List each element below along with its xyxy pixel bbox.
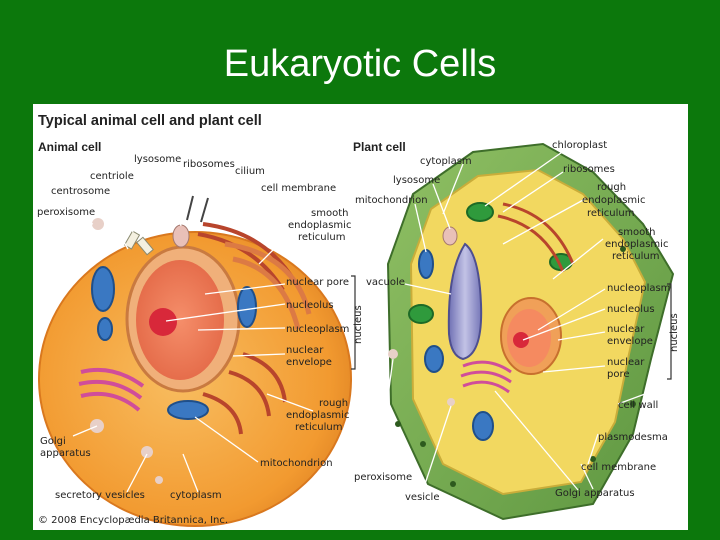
label-centriole: centriole bbox=[90, 171, 134, 182]
label-plant-cell-membrane: cell membrane bbox=[581, 462, 656, 473]
plant-lysosome bbox=[442, 226, 458, 246]
slide-title: Eukaryotic Cells bbox=[223, 43, 497, 85]
label-animal-rough-er-3: reticulum bbox=[295, 422, 342, 433]
label-animal-rough-er-1: rough bbox=[319, 398, 348, 409]
label-animal-cytoplasm: cytoplasm bbox=[170, 490, 222, 501]
label-secretory-vesicles: secretory vesicles bbox=[55, 490, 145, 501]
animal-golgi bbox=[78, 367, 145, 412]
label-cell-wall: cell wall bbox=[618, 400, 658, 411]
label-plant-nuclear-envelope-1: nuclear bbox=[607, 324, 645, 335]
label-plant-cytoplasm: cytoplasm bbox=[420, 156, 472, 167]
plant-rough-er bbox=[497, 202, 575, 273]
label-animal-ribosomes: ribosomes bbox=[183, 159, 235, 170]
plant-nucleus-bracket: nucleus bbox=[667, 283, 680, 380]
animal-nucleus-bracket: nucleus bbox=[351, 275, 364, 370]
label-plant-rough-er-1: rough bbox=[597, 182, 626, 193]
cell-diagram: Typical animal cell and plant cell Anima… bbox=[37, 113, 680, 527]
label-animal-nuclear-envelope-1: nuclear bbox=[286, 345, 324, 356]
animal-centriole bbox=[123, 230, 141, 250]
plant-nucleus bbox=[500, 297, 562, 375]
label-animal-nuclear-pore: nuclear pore bbox=[286, 277, 349, 288]
plant-cell-heading: Plant cell bbox=[353, 140, 406, 154]
label-animal-golgi-1: Golgi bbox=[40, 436, 66, 447]
label-plant-smooth-er-1: smooth bbox=[618, 227, 655, 238]
label-chloroplast: chloroplast bbox=[552, 140, 607, 151]
label-animal-smooth-er-2: endoplasmic bbox=[288, 220, 351, 231]
label-animal-nucleolus: nucleolus bbox=[286, 300, 334, 311]
label-animal-golgi-2: apparatus bbox=[40, 448, 91, 459]
label-plant-nuclear-pore-2: pore bbox=[607, 369, 630, 380]
label-plant-nucleus: nucleus bbox=[669, 313, 680, 352]
label-plant-mitochondrion: mitochondrion bbox=[355, 195, 428, 206]
label-plant-smooth-er-3: reticulum bbox=[612, 251, 659, 262]
plant-golgi bbox=[460, 360, 512, 394]
label-animal-smooth-er-1: smooth bbox=[311, 208, 348, 219]
animal-label-lines bbox=[66, 163, 314, 493]
animal-cilium bbox=[186, 195, 194, 221]
label-plant-nuclear-envelope-2: envelope bbox=[607, 336, 653, 347]
plant-label-lines bbox=[377, 147, 646, 491]
label-animal-lysosome: lysosome bbox=[134, 154, 181, 165]
plasmodesmata bbox=[395, 246, 636, 487]
label-plant-nucleolus: nucleolus bbox=[607, 304, 655, 315]
label-plant-smooth-er-2: endoplasmic bbox=[605, 239, 668, 250]
animal-lysosome bbox=[172, 224, 190, 248]
label-animal-nucleus: nucleus bbox=[353, 305, 364, 344]
label-animal-mitochondrion: mitochondrion bbox=[260, 458, 333, 469]
animal-cell-heading: Animal cell bbox=[38, 140, 101, 154]
label-plant-peroxisome: peroxisome bbox=[354, 472, 412, 483]
animal-mitochondria bbox=[91, 266, 257, 420]
label-plant-ribosomes: ribosomes bbox=[563, 164, 615, 175]
label-plasmodesma: plasmodesma bbox=[598, 432, 668, 443]
label-animal-cell-membrane: cell membrane bbox=[261, 183, 336, 194]
label-animal-smooth-er-3: reticulum bbox=[298, 232, 345, 243]
label-animal-rough-er-2: endoplasmic bbox=[286, 410, 349, 421]
label-plant-nuclear-pore-1: nuclear bbox=[607, 357, 645, 368]
plant-vesicle bbox=[447, 398, 455, 406]
label-animal-cilium: cilium bbox=[235, 166, 265, 177]
label-plant-nucleoplasm: nucleoplasm bbox=[607, 283, 670, 294]
animal-smooth-er bbox=[224, 241, 312, 330]
label-animal-nuclear-envelope-2: envelope bbox=[286, 357, 332, 368]
animal-labels: lysosome ribosomes cilium centriole cent… bbox=[37, 154, 351, 501]
animal-nucleolus bbox=[149, 308, 177, 336]
label-animal-nucleoplasm: nucleoplasm bbox=[286, 324, 349, 335]
label-plant-rough-er-2: endoplasmic bbox=[582, 195, 645, 206]
label-animal-peroxisome: peroxisome bbox=[37, 207, 95, 218]
label-centrosome: centrosome bbox=[51, 186, 110, 197]
label-plant-lysosome: lysosome bbox=[393, 175, 440, 186]
label-vacuole: vacuole bbox=[366, 277, 405, 288]
plant-vacuole bbox=[447, 242, 483, 361]
label-plant-rough-er-3: reticulum bbox=[587, 208, 634, 219]
figure-heading: Typical animal cell and plant cell bbox=[38, 113, 262, 129]
plant-labels: chloroplast cytoplasm ribosomes lysosome… bbox=[354, 140, 670, 503]
label-plant-golgi: Golgi apparatus bbox=[555, 488, 635, 499]
diagram-panel: Typical animal cell and plant cell Anima… bbox=[33, 104, 688, 530]
plant-peroxisome bbox=[388, 349, 398, 359]
copyright-text: © 2008 Encyclopædia Britannica, Inc. bbox=[38, 515, 228, 526]
label-plant-vesicle: vesicle bbox=[405, 492, 440, 503]
